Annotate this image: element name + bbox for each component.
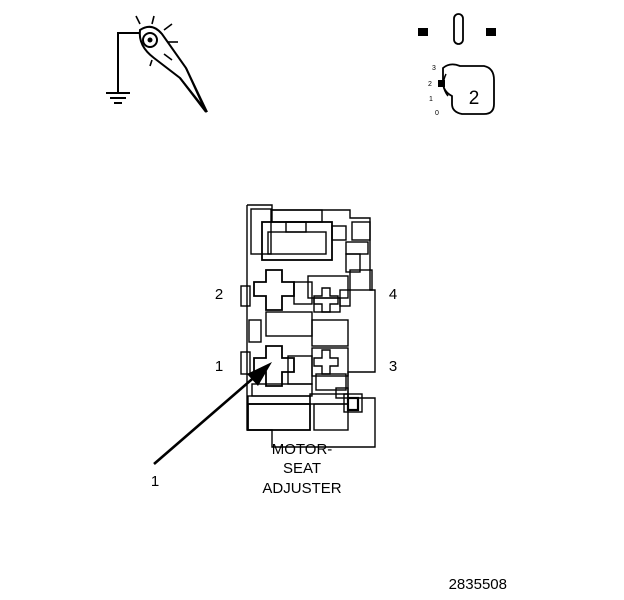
figure-id: 2835508 (449, 576, 507, 593)
ground-symbol-icon (106, 92, 130, 104)
pin-label-2: 2 (215, 286, 223, 303)
pin-label-3: 3 (389, 358, 397, 375)
callout-arrow (153, 362, 272, 465)
key-mark-2: 2 (428, 81, 432, 88)
component-label-line2: SEAT (283, 460, 321, 477)
motor-seat-adjuster-connector (240, 204, 376, 448)
key-mark-0: 0 (435, 110, 439, 117)
callout-label: 1 (151, 473, 159, 490)
ignition-key-icon: 2 3 2 1 0 (418, 13, 496, 117)
pin-label-1: 1 (215, 358, 223, 375)
key-mark-3: 3 (432, 65, 436, 72)
key-mark-1: 1 (429, 96, 433, 103)
pin-label-4: 4 (389, 286, 397, 303)
component-label-line1: MOTOR- (272, 441, 333, 458)
component-label-line3: ADJUSTER (262, 480, 341, 497)
key-position-number: 2 (469, 88, 480, 109)
test-light-probe-icon (106, 15, 208, 113)
